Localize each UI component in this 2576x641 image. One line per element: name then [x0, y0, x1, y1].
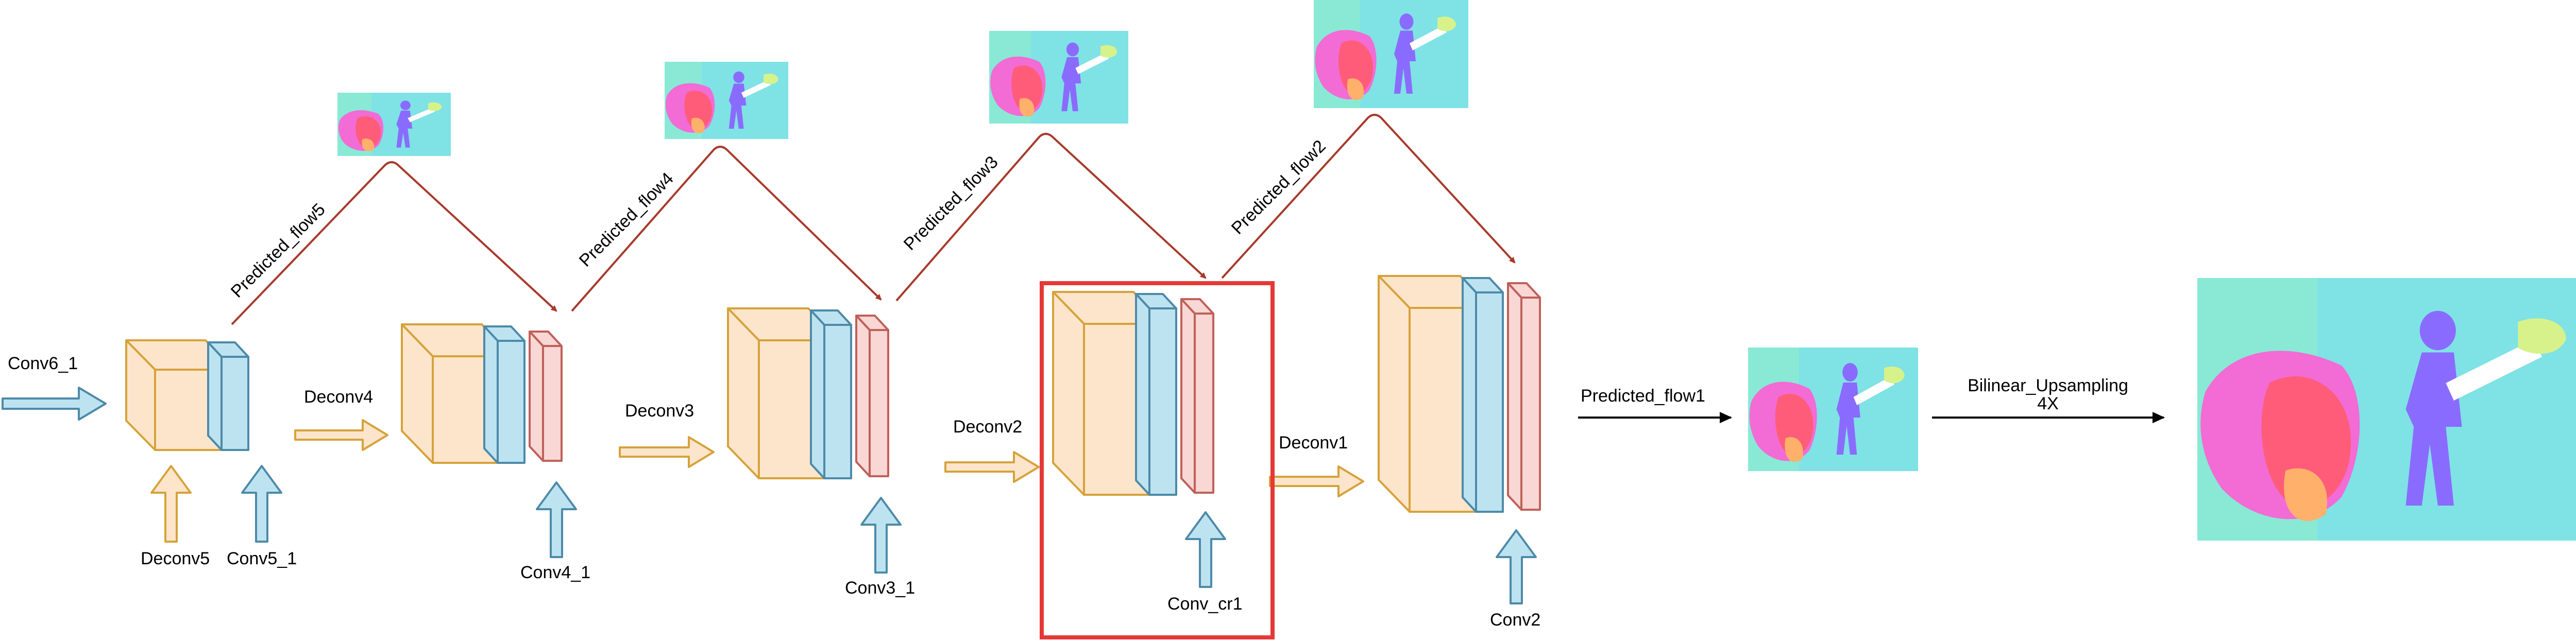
bottom-label-conv2: Conv2 [1490, 610, 1540, 630]
flow-image-3 [989, 31, 1128, 124]
bottom-label-conv-cr1: Conv_cr1 [1167, 594, 1243, 614]
deconv2-arrow [944, 451, 1040, 483]
conv4-1-up-arrow [536, 481, 577, 558]
deconv1-arrow [1269, 465, 1364, 497]
block-3 [727, 307, 889, 479]
block-1-blue [207, 341, 249, 451]
block-5-blue [1462, 277, 1504, 513]
deconv4-arrow [294, 419, 388, 451]
conv3-1-up-arrow [860, 497, 902, 574]
network-blocks [125, 275, 1541, 513]
flow-label-5: Predicted_flow5 [227, 200, 329, 302]
conv5-1-up-arrow [241, 465, 282, 543]
flow-connection-5 [231, 161, 557, 325]
output-flow-label: Predicted_flow1 [1581, 386, 1705, 406]
block-5 [1378, 275, 1541, 513]
block-5-red [1507, 282, 1541, 511]
bottom-label-conv4-1: Conv4_1 [520, 563, 590, 582]
flow-label-2: Predicted_flow2 [1228, 136, 1330, 238]
upsampling-factor: 4X [2037, 394, 2059, 413]
flow-image-4 [665, 62, 788, 139]
stage-label-deconv3: Deconv3 [625, 401, 694, 421]
stage-label-deconv4: Deconv4 [304, 387, 373, 407]
block-2 [401, 323, 563, 464]
deconv-arrows [2, 387, 1364, 497]
flow-connection-2 [1221, 114, 1516, 279]
deconv5-up-arrow [150, 465, 192, 543]
upsampling-label: Bilinear_Upsampling [1968, 376, 2128, 395]
bottom-label-deconv5: Deconv5 [141, 549, 210, 568]
block-4-red [1180, 298, 1214, 494]
stage-label-deconv1: Deconv1 [1279, 433, 1348, 453]
input-arrow [2, 387, 107, 421]
input-label: Conv6_1 [8, 354, 78, 373]
flow-image-2 [1314, 0, 1468, 108]
flow-image-upsampled [2197, 278, 2576, 541]
flow-connection-3 [895, 133, 1207, 302]
skip-input-arrows [150, 465, 1537, 604]
flow-connection-4 [571, 146, 882, 312]
block-3-red [855, 315, 889, 477]
block-2-red [529, 331, 563, 462]
conv-cr1-up-arrow [1185, 511, 1226, 588]
flow-label-4: Predicted_flow4 [575, 169, 677, 271]
deconv3-arrow [619, 436, 715, 468]
block-4 [1052, 291, 1214, 496]
flow-image-1 [1748, 348, 1918, 471]
stage-label-deconv2: Deconv2 [953, 417, 1022, 437]
predicted-flow-connections [231, 114, 1516, 325]
highlight-box [1040, 281, 1275, 639]
bottom-label-conv5-1: Conv5_1 [227, 549, 297, 568]
bottom-label-conv3-1: Conv3_1 [845, 578, 915, 598]
block-2-blue [483, 325, 526, 464]
conv2-up-arrow [1496, 529, 1537, 604]
block-1 [125, 339, 249, 451]
block-4-blue [1135, 293, 1177, 496]
flow-image-5 [337, 93, 451, 156]
block-3-blue [810, 309, 852, 479]
